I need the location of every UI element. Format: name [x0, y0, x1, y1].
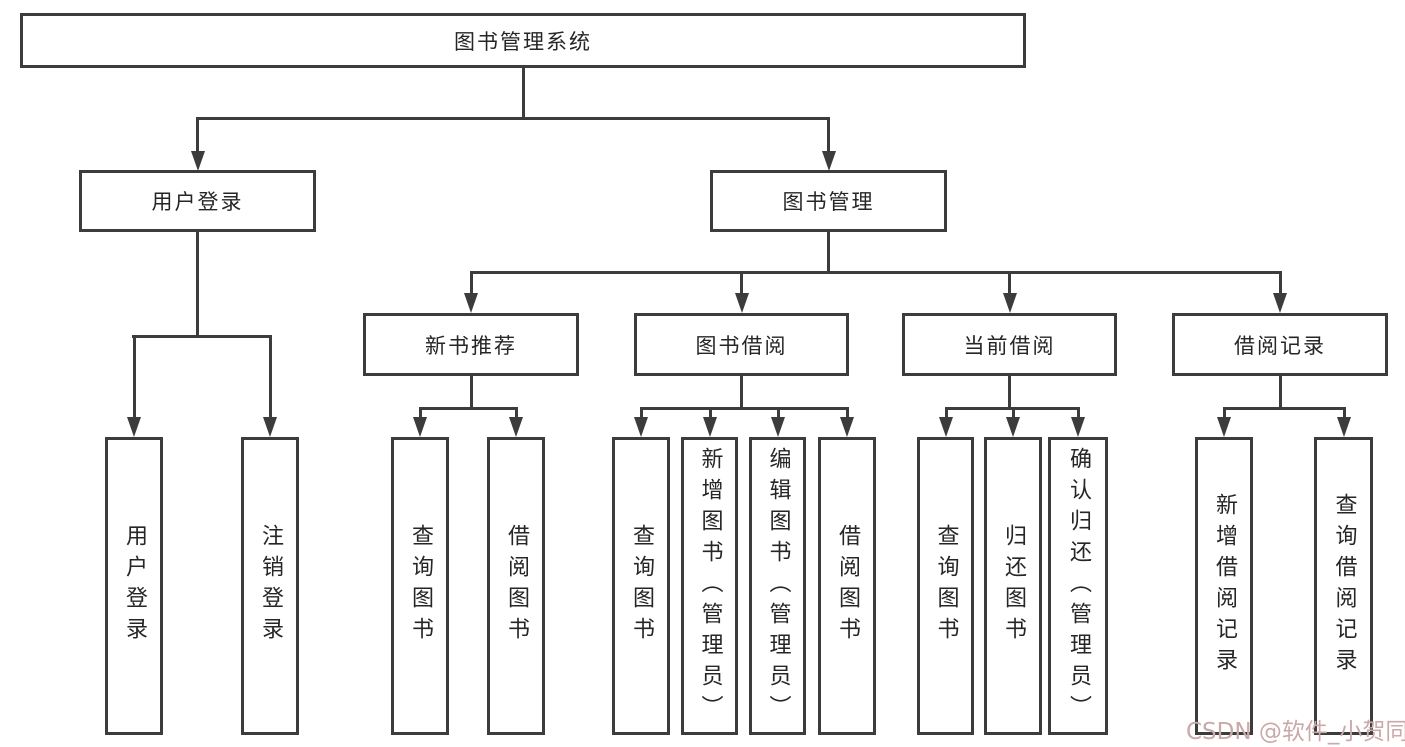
node-book-borrow-label: 图书借阅 — [695, 333, 788, 358]
arrow-down-icon — [190, 151, 205, 171]
leaf-query-books-current-label: 查询图书 — [933, 524, 959, 648]
arrow-down-icon — [1273, 293, 1287, 313]
connector-leaf-drop — [1011, 407, 1015, 418]
leaf-borrow-books-label: 借阅图书 — [835, 524, 860, 648]
connector-group-stub — [469, 376, 473, 409]
arrow-down-icon — [1217, 417, 1231, 437]
node-borrow-records: 借阅记录 — [1172, 313, 1388, 376]
arrow-down-icon — [703, 417, 717, 437]
connector-leaf-drop — [639, 407, 643, 418]
connector-leaf-drop — [1076, 407, 1080, 418]
leaf-return-book: 归还图书 — [984, 437, 1042, 735]
connector-leaf-drop — [132, 335, 136, 417]
connector-book-mgmt-stub — [827, 232, 830, 273]
arrow-down-icon — [821, 151, 836, 171]
node-root: 图书管理系统 — [20, 13, 1026, 68]
arrow-down-icon — [464, 293, 478, 313]
connector-leaf-drop — [1342, 407, 1346, 418]
arrow-down-icon — [1006, 417, 1020, 437]
leaf-add-book-admin-label: 新增图书（管理员） — [697, 446, 723, 726]
connector-leaf-drop — [418, 407, 422, 418]
node-book-borrow: 图书借阅 — [634, 313, 849, 376]
node-user-login: 用户登录 — [79, 170, 316, 232]
connector-group-hline — [1222, 407, 1346, 410]
leaf-query-books-recommend-label: 查询图书 — [408, 524, 433, 648]
arrow-down-icon — [509, 417, 523, 437]
arrow-down-icon — [734, 293, 749, 313]
connector-group-stub — [1278, 376, 1282, 409]
leaf-confirm-return-admin: 确认归还（管理员） — [1048, 437, 1108, 735]
leaf-query-borrow-record-label: 查询借阅记录 — [1331, 493, 1357, 679]
leaf-query-books-borrow-label: 查询图书 — [629, 524, 654, 648]
leaf-edit-book-admin-label: 编辑图书（管理员） — [765, 446, 791, 726]
connector-group-stub — [1008, 376, 1011, 409]
connector-level3-drop — [469, 271, 473, 293]
connector-level3-hline — [470, 271, 1282, 274]
leaf-return-book-label: 归还图书 — [1001, 524, 1026, 648]
leaf-borrow-books: 借阅图书 — [818, 437, 876, 735]
arrow-down-icon — [263, 417, 277, 437]
connector-level3-drop — [1278, 271, 1282, 293]
arrow-down-icon — [1002, 293, 1017, 313]
connector-level2-hline — [196, 117, 830, 120]
arrow-down-icon — [634, 417, 648, 437]
connector-level3-drop — [1008, 271, 1011, 293]
connector-user-login-stub — [196, 232, 199, 337]
leaf-confirm-return-admin-label: 确认归还（管理员） — [1066, 446, 1091, 726]
connector-leaf-drop — [845, 407, 849, 418]
connector-group-hline — [418, 407, 518, 410]
leaf-add-book-admin: 新增图书（管理员） — [681, 437, 738, 735]
leaf-borrow-books-recommend-label: 借阅图书 — [504, 524, 529, 648]
node-book-management: 图书管理 — [710, 170, 947, 232]
node-book-management-label: 图书管理 — [782, 190, 875, 214]
node-root-label: 图书管理系统 — [454, 29, 592, 54]
csdn-watermark: CSDN @软件_小贺同学 — [1186, 719, 1405, 745]
arrow-down-icon — [413, 417, 427, 437]
node-current-borrow: 当前借阅 — [902, 313, 1117, 376]
node-new-book-recommend-label: 新书推荐 — [425, 333, 517, 358]
arrow-down-icon — [840, 417, 854, 437]
leaf-query-books-current: 查询图书 — [917, 437, 974, 735]
connector-book-mgmt-drop — [827, 117, 830, 151]
leaf-edit-book-admin: 编辑图书（管理员） — [749, 437, 806, 735]
connector-leaf-drop — [944, 407, 948, 418]
arrow-down-icon — [771, 417, 785, 437]
node-user-login-label: 用户登录 — [151, 190, 244, 214]
connector-leaf-drop — [1222, 407, 1226, 418]
leaf-query-borrow-record: 查询借阅记录 — [1314, 437, 1373, 735]
leaf-logout: 注销登录 — [241, 437, 299, 735]
connector-leaf-drop — [776, 407, 780, 418]
node-borrow-records-label: 借阅记录 — [1234, 333, 1326, 358]
node-current-borrow-label: 当前借阅 — [963, 333, 1056, 358]
arrow-down-icon — [939, 417, 953, 437]
leaf-borrow-books-recommend: 借阅图书 — [487, 437, 545, 735]
leaf-user-login: 用户登录 — [105, 437, 163, 735]
connector-user-login-drop — [196, 117, 199, 151]
leaf-logout-label: 注销登录 — [258, 524, 283, 648]
connector-group-stub — [740, 376, 743, 409]
arrow-down-icon — [127, 417, 141, 437]
arrow-down-icon — [1337, 417, 1351, 437]
connector-leaf-drop — [268, 335, 272, 417]
node-new-book-recommend: 新书推荐 — [363, 313, 579, 376]
connector-level3-drop — [740, 271, 743, 293]
leaf-user-login-label: 用户登录 — [122, 524, 147, 648]
arrow-down-icon — [1071, 417, 1085, 437]
connector-root-stub — [521, 68, 525, 118]
leaf-add-borrow-record: 新增借阅记录 — [1195, 437, 1253, 735]
leaf-add-borrow-record-label: 新增借阅记录 — [1212, 493, 1237, 679]
connector-leaf-drop — [514, 407, 518, 418]
connector-user-login-hline — [132, 335, 272, 338]
connector-leaf-drop — [708, 407, 712, 418]
leaf-query-books-recommend: 查询图书 — [391, 437, 449, 735]
leaf-query-books-borrow: 查询图书 — [612, 437, 670, 735]
connector-group-hline — [639, 407, 849, 410]
